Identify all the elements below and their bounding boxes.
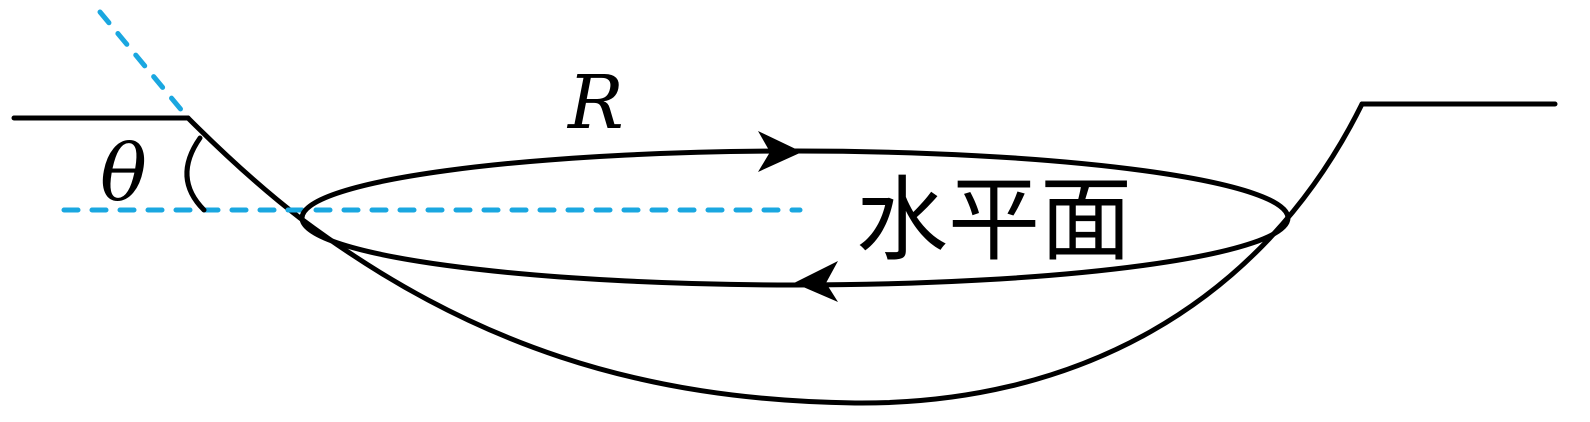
orbit-arrow-right [758,131,802,172]
orbit-arrow-left [794,261,838,302]
radius-label: R [566,60,624,146]
tangent-dashed-line [97,9,191,121]
angle-arc [184,135,207,213]
horizontal-plane-label: 水平面 [856,167,1132,274]
orbit-ellipse [299,148,1291,288]
bowl-curve [185,101,1365,406]
angle-label: θ [100,129,147,219]
